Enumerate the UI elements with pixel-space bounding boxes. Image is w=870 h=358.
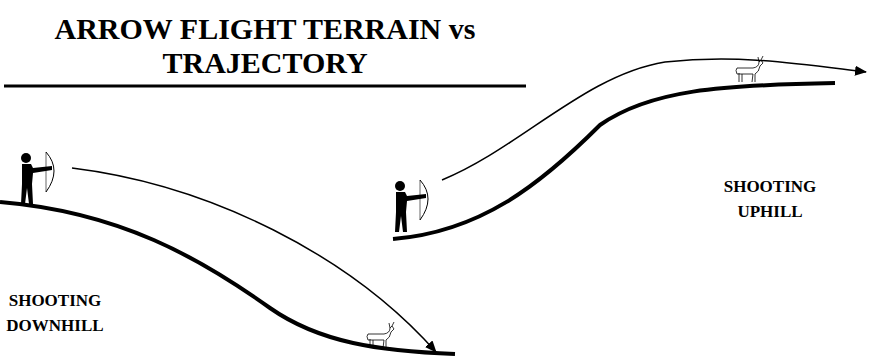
archer-figure: [395, 180, 428, 232]
archer-figure: [21, 152, 54, 204]
arrow-trajectory: [72, 168, 436, 352]
arrow-trajectory: [442, 59, 866, 180]
scene-label: SHOOTING DOWNHILL: [0, 288, 110, 338]
diagram-title: ARROW FLIGHT TERRAIN vs TRAJECTORY: [40, 12, 490, 80]
deer-target: [736, 56, 763, 82]
scene-label: SHOOTING UPHILL: [723, 174, 818, 224]
deer-target: [367, 322, 394, 348]
terrain-line: [393, 83, 835, 239]
terrain-line: [0, 202, 455, 354]
title-underline: [4, 85, 526, 88]
